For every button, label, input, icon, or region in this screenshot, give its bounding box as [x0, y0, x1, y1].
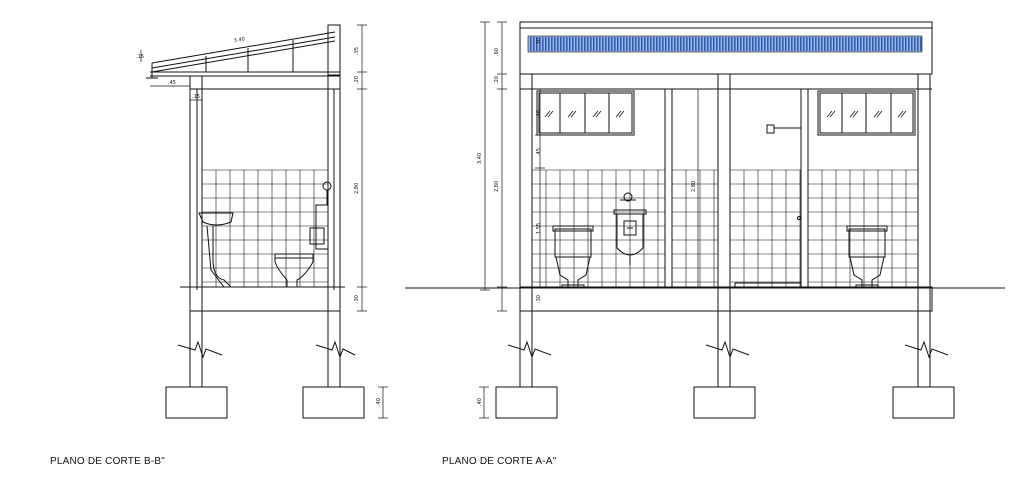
dim-tile-height: 1.55 [536, 223, 542, 234]
dim-beam: .20 [354, 76, 360, 84]
roof-bb [146, 24, 341, 90]
tile-wall-bb [201, 169, 329, 287]
dim-small: .15 [192, 94, 200, 100]
shower-tray-aa [734, 216, 802, 288]
dim-wall-height-center: 2.80 [691, 181, 697, 192]
dim-floor-aa: .30 [536, 295, 542, 303]
roof-aa [519, 21, 933, 90]
toilet-left-aa [552, 225, 594, 289]
dimensions-aa [479, 21, 703, 419]
dim-top-band: .60 [494, 48, 500, 56]
dim-footing: .40 [376, 398, 382, 406]
dimensions-bb [140, 24, 388, 419]
dim-roof-height: .35 [354, 47, 360, 55]
dim-footing-aa: .40 [477, 398, 483, 406]
shower-head-aa [766, 124, 801, 134]
toilet-right-aa [846, 225, 888, 289]
dim-overall-height: 3.40 [477, 153, 483, 164]
window-left-aa [536, 90, 635, 136]
foundation-bb [165, 286, 365, 419]
dim-floor: .30 [354, 295, 360, 303]
dim-roof-left: .15 [136, 54, 144, 60]
dim-window-low: .40 [536, 110, 542, 118]
roof-tiles-aa [530, 37, 922, 51]
window-right-aa [817, 90, 916, 136]
dim-beam-aa: .20 [494, 76, 500, 84]
dim-window-top: .30 [536, 38, 542, 46]
section-bb: 3.40 .15 .45 .15 .35 .20 2.80 .30 .40 [136, 24, 388, 419]
dim-wall-height: 2.80 [354, 183, 360, 194]
foundation-aa [405, 287, 1005, 419]
dim-window-mid: .45 [536, 148, 542, 156]
section-aa: .60 .20 .30 .40 .45 1.55 3.40 2.80 2.80 … [405, 21, 1005, 419]
window-glass-marks [544, 110, 907, 118]
urinal-aa [613, 192, 647, 265]
toilet-bb [274, 181, 332, 288]
dim-wall-height-aa: 2.80 [494, 181, 500, 192]
caption-section-aa: PLANO DE CORTE A-A" [442, 456, 557, 467]
caption-section-bb: PLANO DE CORTE B-B" [50, 456, 165, 467]
dim-roof-span: 3.40 [233, 36, 245, 44]
dim-overhang: .45 [168, 80, 176, 86]
